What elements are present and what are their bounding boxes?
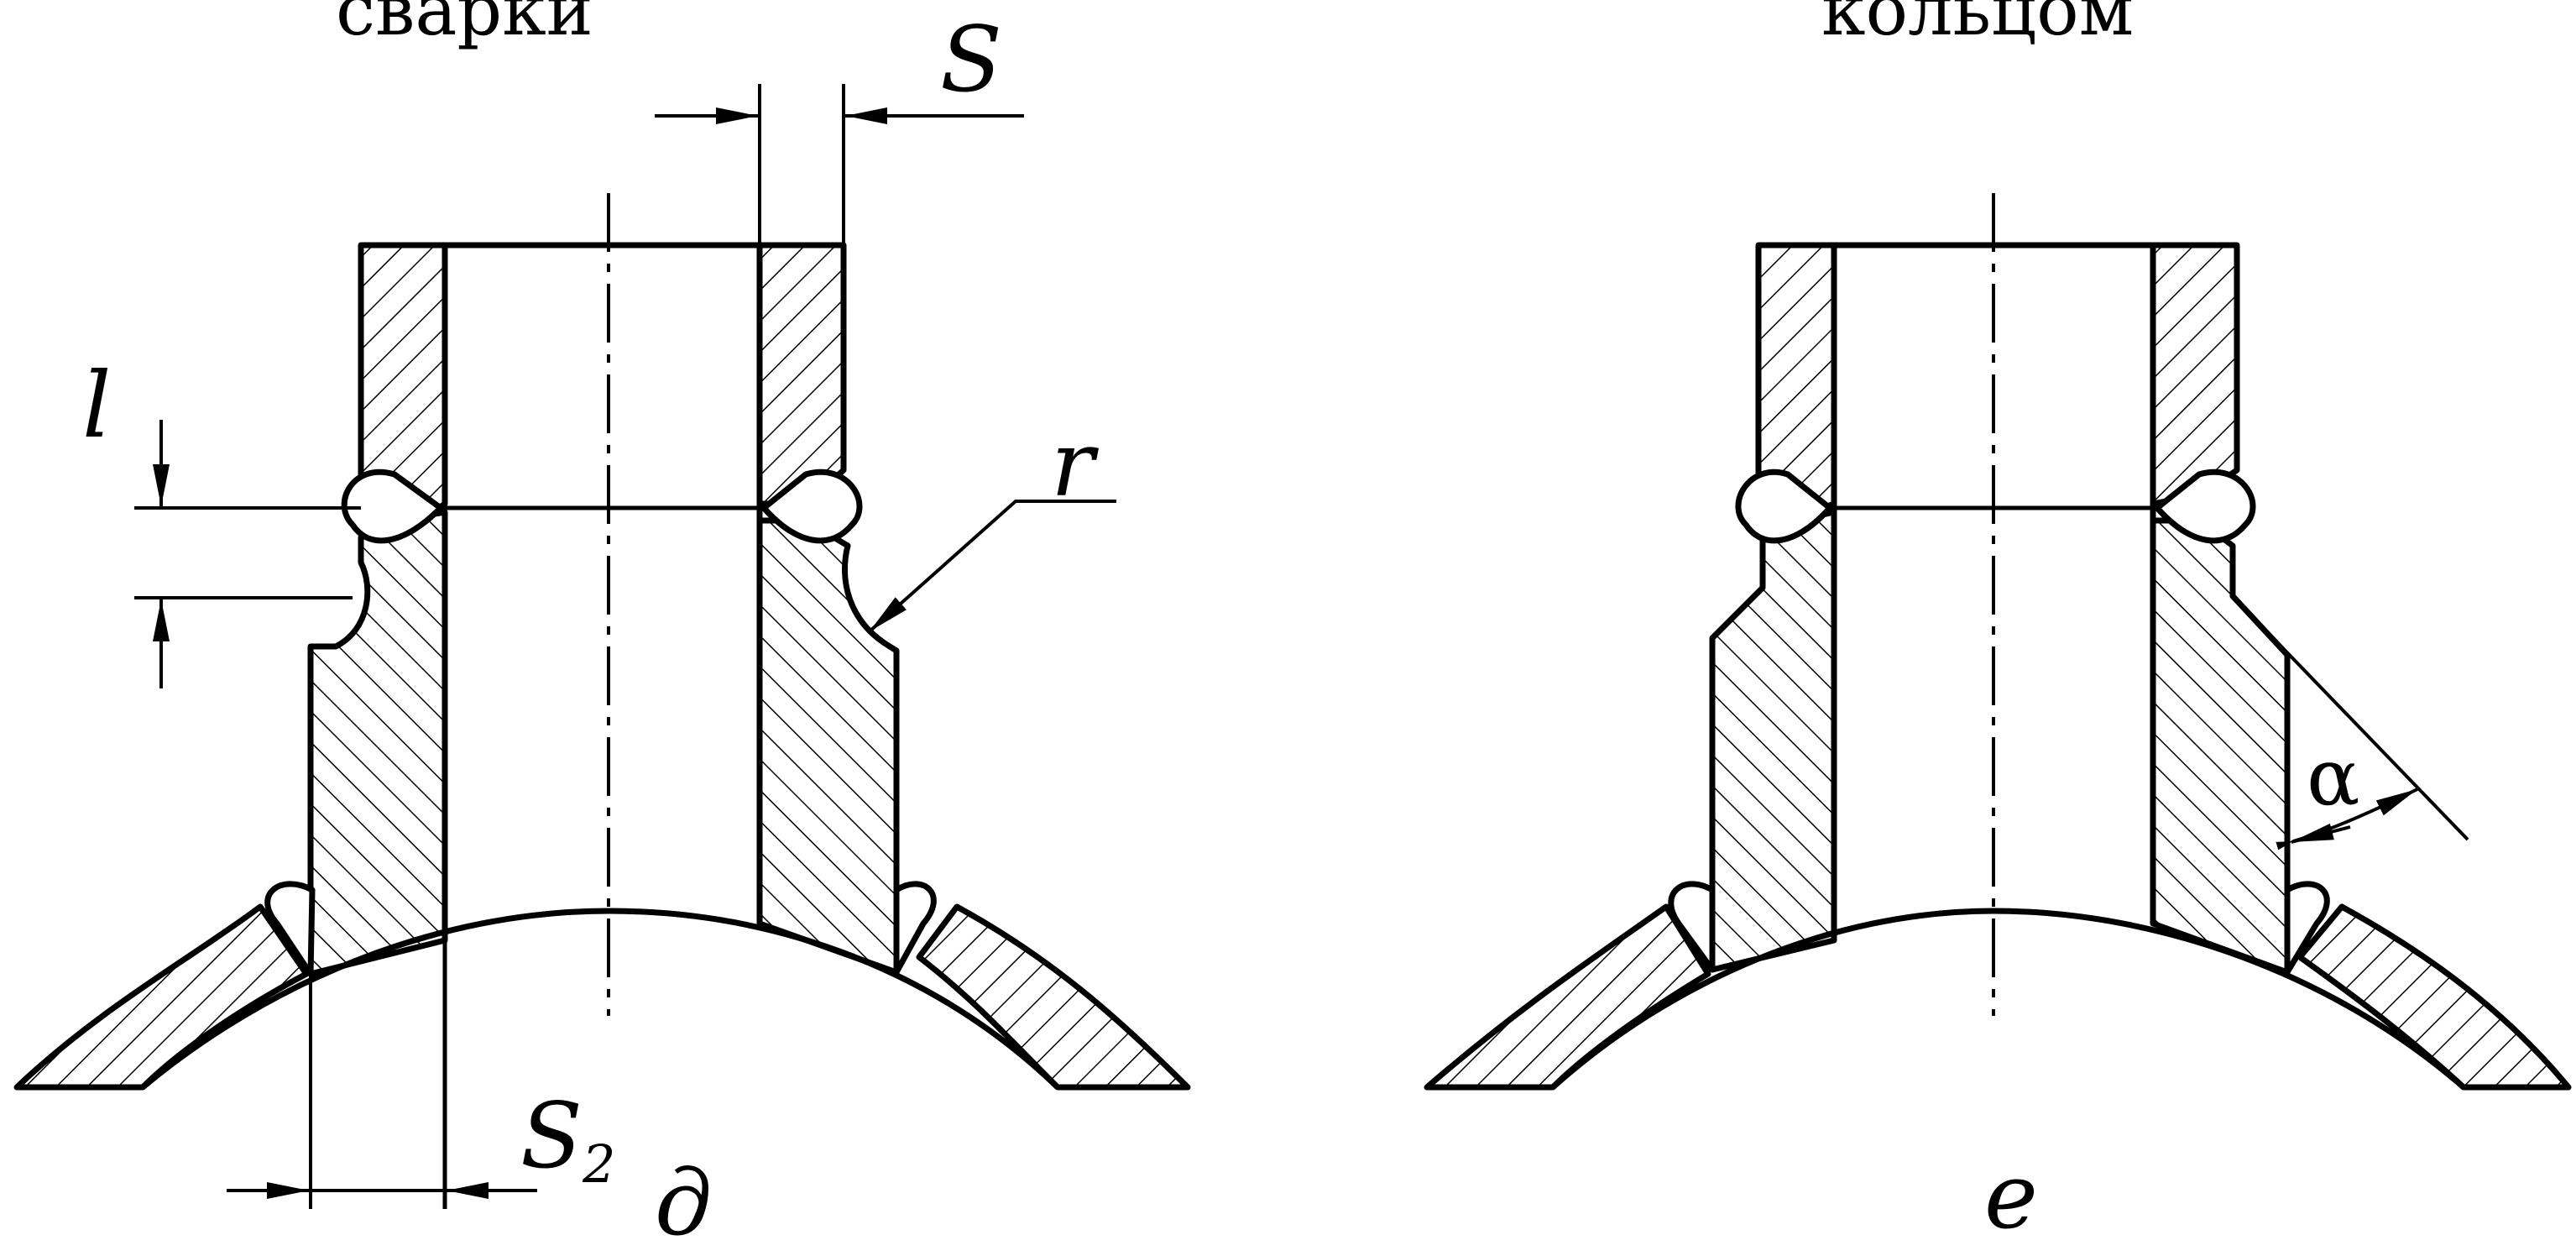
angle-alpha-arrow-left <box>2291 823 2351 844</box>
nozzle-wall-left-lower-e <box>1709 509 1837 973</box>
fillet-weld-left-e <box>1668 881 1716 973</box>
butt-weld-left-e <box>1735 469 1833 544</box>
caption-right-top: кольцом <box>1821 0 2134 51</box>
butt-weld-right-e <box>2154 468 2256 544</box>
figure-label-e: е <box>1984 1144 2038 1249</box>
angle-alpha-arc <box>2276 788 2418 850</box>
leader-r <box>868 500 1116 633</box>
butt-weld-right <box>760 468 863 544</box>
shell-inner-arc-e <box>1550 908 2466 1090</box>
shell-inner-arc <box>140 908 1060 1090</box>
fillet-weld-left <box>264 881 316 977</box>
label-s2-base: S <box>520 1084 583 1189</box>
nozzle-wall-right-upper-e <box>2150 242 2240 507</box>
figure-e <box>1424 193 2572 1091</box>
label-s2-subscript: 2 <box>583 1133 616 1195</box>
label-r: r <box>1051 412 1095 517</box>
figure-d <box>13 84 1191 1209</box>
shell-segment-right <box>916 903 1191 1091</box>
nozzle-wall-left-lower <box>307 509 448 977</box>
nozzle-wall-right-lower-e <box>2150 517 2291 976</box>
fillet-weld-right-e <box>2284 881 2330 976</box>
label-s: S <box>940 8 1002 113</box>
caption-left-top: сварки <box>336 0 593 51</box>
butt-weld-left <box>341 469 444 544</box>
nozzle-wall-right-upper <box>756 242 847 507</box>
label-l: l <box>82 353 112 458</box>
fillet-weld-right <box>893 881 937 976</box>
taper-extension-line <box>2231 594 2469 841</box>
nozzle-wall-right-lower <box>756 517 900 976</box>
shell-segment-left-e <box>1424 903 1711 1091</box>
shell-segment-left <box>13 903 310 1091</box>
label-s2: S2 <box>520 1091 615 1191</box>
shell-segment-right-e <box>2296 903 2572 1091</box>
